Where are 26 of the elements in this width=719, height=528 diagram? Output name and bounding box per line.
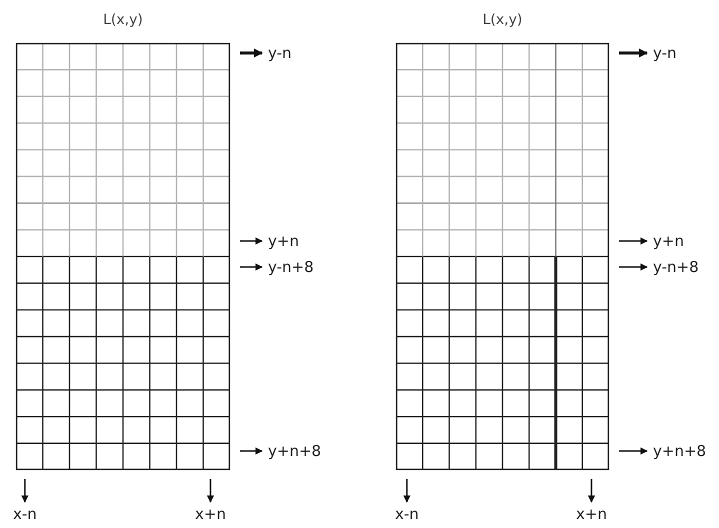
arrow (619, 263, 648, 271)
arrow (619, 237, 648, 245)
arrow (240, 237, 263, 245)
coordinate-label: y-n (653, 44, 677, 62)
arrow (240, 263, 263, 271)
coordinate-label: y+n (653, 232, 684, 250)
coordinate-label: y-n (268, 44, 292, 62)
coordinate-label: x+n (576, 505, 607, 523)
coordinate-label: y+n (268, 232, 299, 250)
coordinate-label: x-n (13, 505, 37, 523)
arrow (240, 48, 263, 58)
arrow (588, 479, 596, 503)
coordinate-label: y+n+8 (653, 442, 706, 460)
arrow (619, 447, 648, 455)
coordinate-label: x+n (195, 505, 226, 523)
coordinate-label: x-n (395, 505, 419, 523)
coordinate-label: y-n+8 (268, 258, 314, 276)
grid-title: L(x,y) (482, 11, 524, 30)
arrow (240, 447, 263, 455)
arrow (403, 479, 411, 503)
arrow (619, 48, 648, 58)
arrow (206, 479, 214, 503)
grid-title: L(x,y) (102, 11, 144, 30)
coordinate-label: y+n+8 (268, 442, 322, 460)
coordinate-label: y-n+8 (653, 258, 699, 276)
arrow (21, 479, 29, 503)
